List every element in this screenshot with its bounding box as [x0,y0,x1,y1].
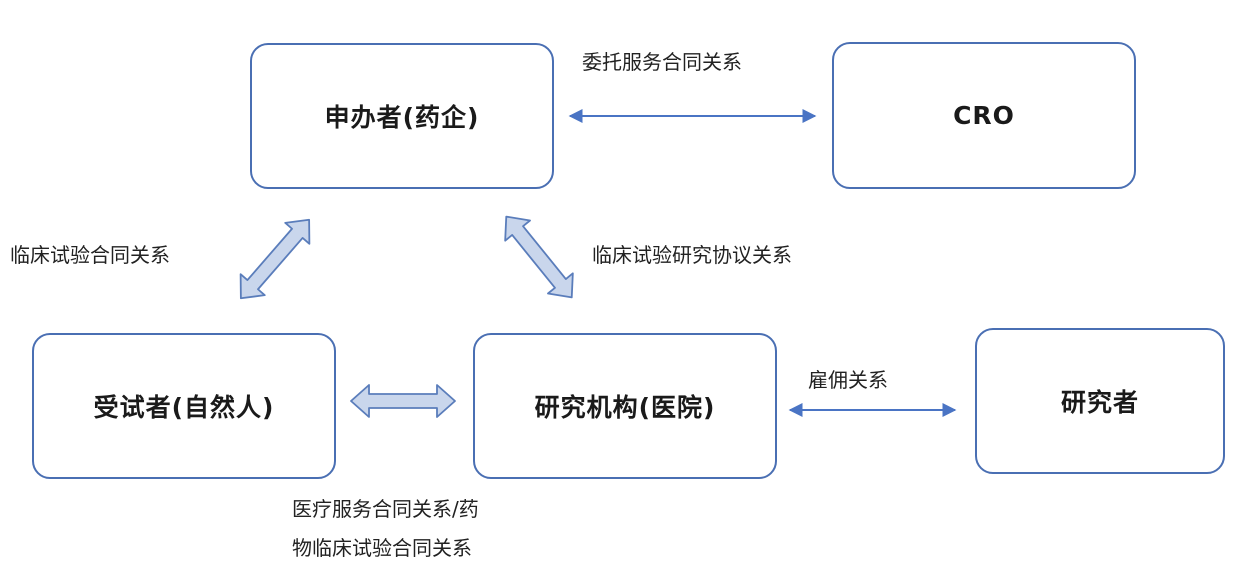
node-subject: 受试者(自然人) [32,333,336,479]
edge-label-institution-investigator: 雇佣关系 [808,368,888,392]
node-sponsor: 申办者(药企) [250,43,554,189]
edge-label-subject-institution-line2: 物临床试验合同关系 [292,536,472,560]
node-sponsor-label: 申办者(药企) [324,103,480,132]
edge-label-sponsor-cro: 委托服务合同关系 [582,50,742,74]
fat-arrow-sponsor-subject [239,218,311,300]
node-investigator: 研究者 [975,328,1225,474]
node-investigator-label: 研究者 [1060,388,1139,417]
edge-label-sponsor-subject: 临床试验合同关系 [10,243,170,267]
fat-arrow-sponsor-institution [504,215,574,299]
node-institution: 研究机构(医院) [473,333,777,479]
node-cro: CRO [832,42,1136,189]
node-subject-label: 受试者(自然人) [93,393,275,422]
edge-label-sponsor-institution: 临床试验研究协议关系 [592,243,792,267]
node-institution-label: 研究机构(医院) [534,393,716,422]
edge-label-subject-institution-line1: 医疗服务合同关系/药 [292,497,479,521]
fat-arrow-subject-institution [350,384,456,418]
node-cro-label: CRO [953,101,1015,130]
